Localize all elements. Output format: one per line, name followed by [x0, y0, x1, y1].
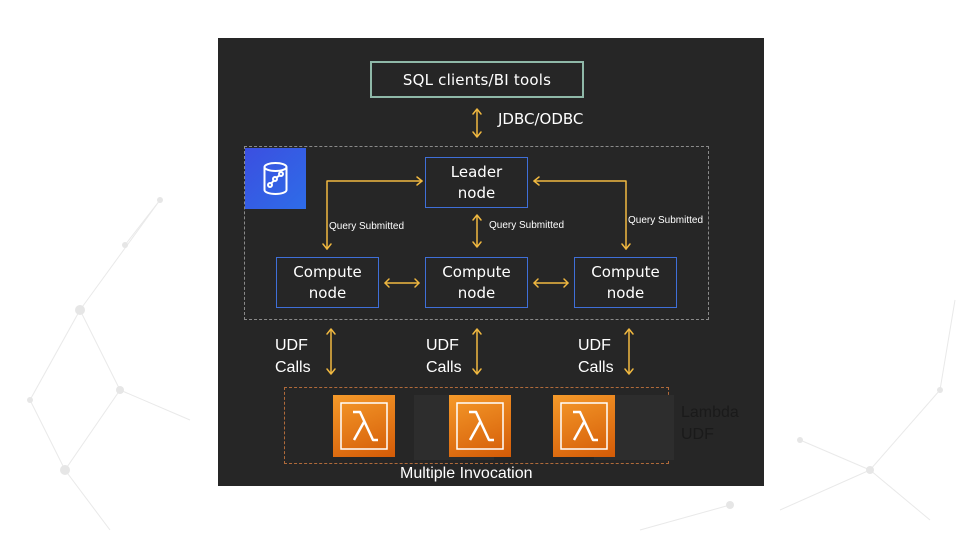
jdbc-odbc-label: JDBC/ODBC — [498, 110, 584, 128]
lambda-icon — [553, 395, 615, 457]
lambda-icon — [333, 395, 395, 457]
lambda-icon — [449, 395, 511, 457]
compute-node-middle: Compute node — [425, 257, 528, 308]
leader-node: Leader node — [425, 157, 528, 208]
compute-node-left: Compute node — [276, 257, 379, 308]
query-submitted-label-middle: Query Submitted — [489, 220, 565, 231]
multiple-invocation-label: Multiple Invocation — [400, 465, 533, 482]
udf-calls-label-right: UDF Calls — [578, 337, 614, 376]
redshift-database-icon — [245, 148, 306, 209]
lambda-udf-label: Lambda UDF — [681, 404, 739, 443]
udf-calls-label-left: UDF Calls — [275, 337, 311, 376]
compute-node-right: Compute node — [574, 257, 677, 308]
sql-clients-box: SQL clients/BI tools — [370, 61, 584, 98]
udf-calls-label-middle: UDF Calls — [426, 337, 462, 376]
query-submitted-label-right: Query Submitted — [628, 215, 704, 226]
query-submitted-label-left: Query Submitted — [329, 221, 405, 232]
redshift-cluster-frame — [244, 146, 709, 320]
